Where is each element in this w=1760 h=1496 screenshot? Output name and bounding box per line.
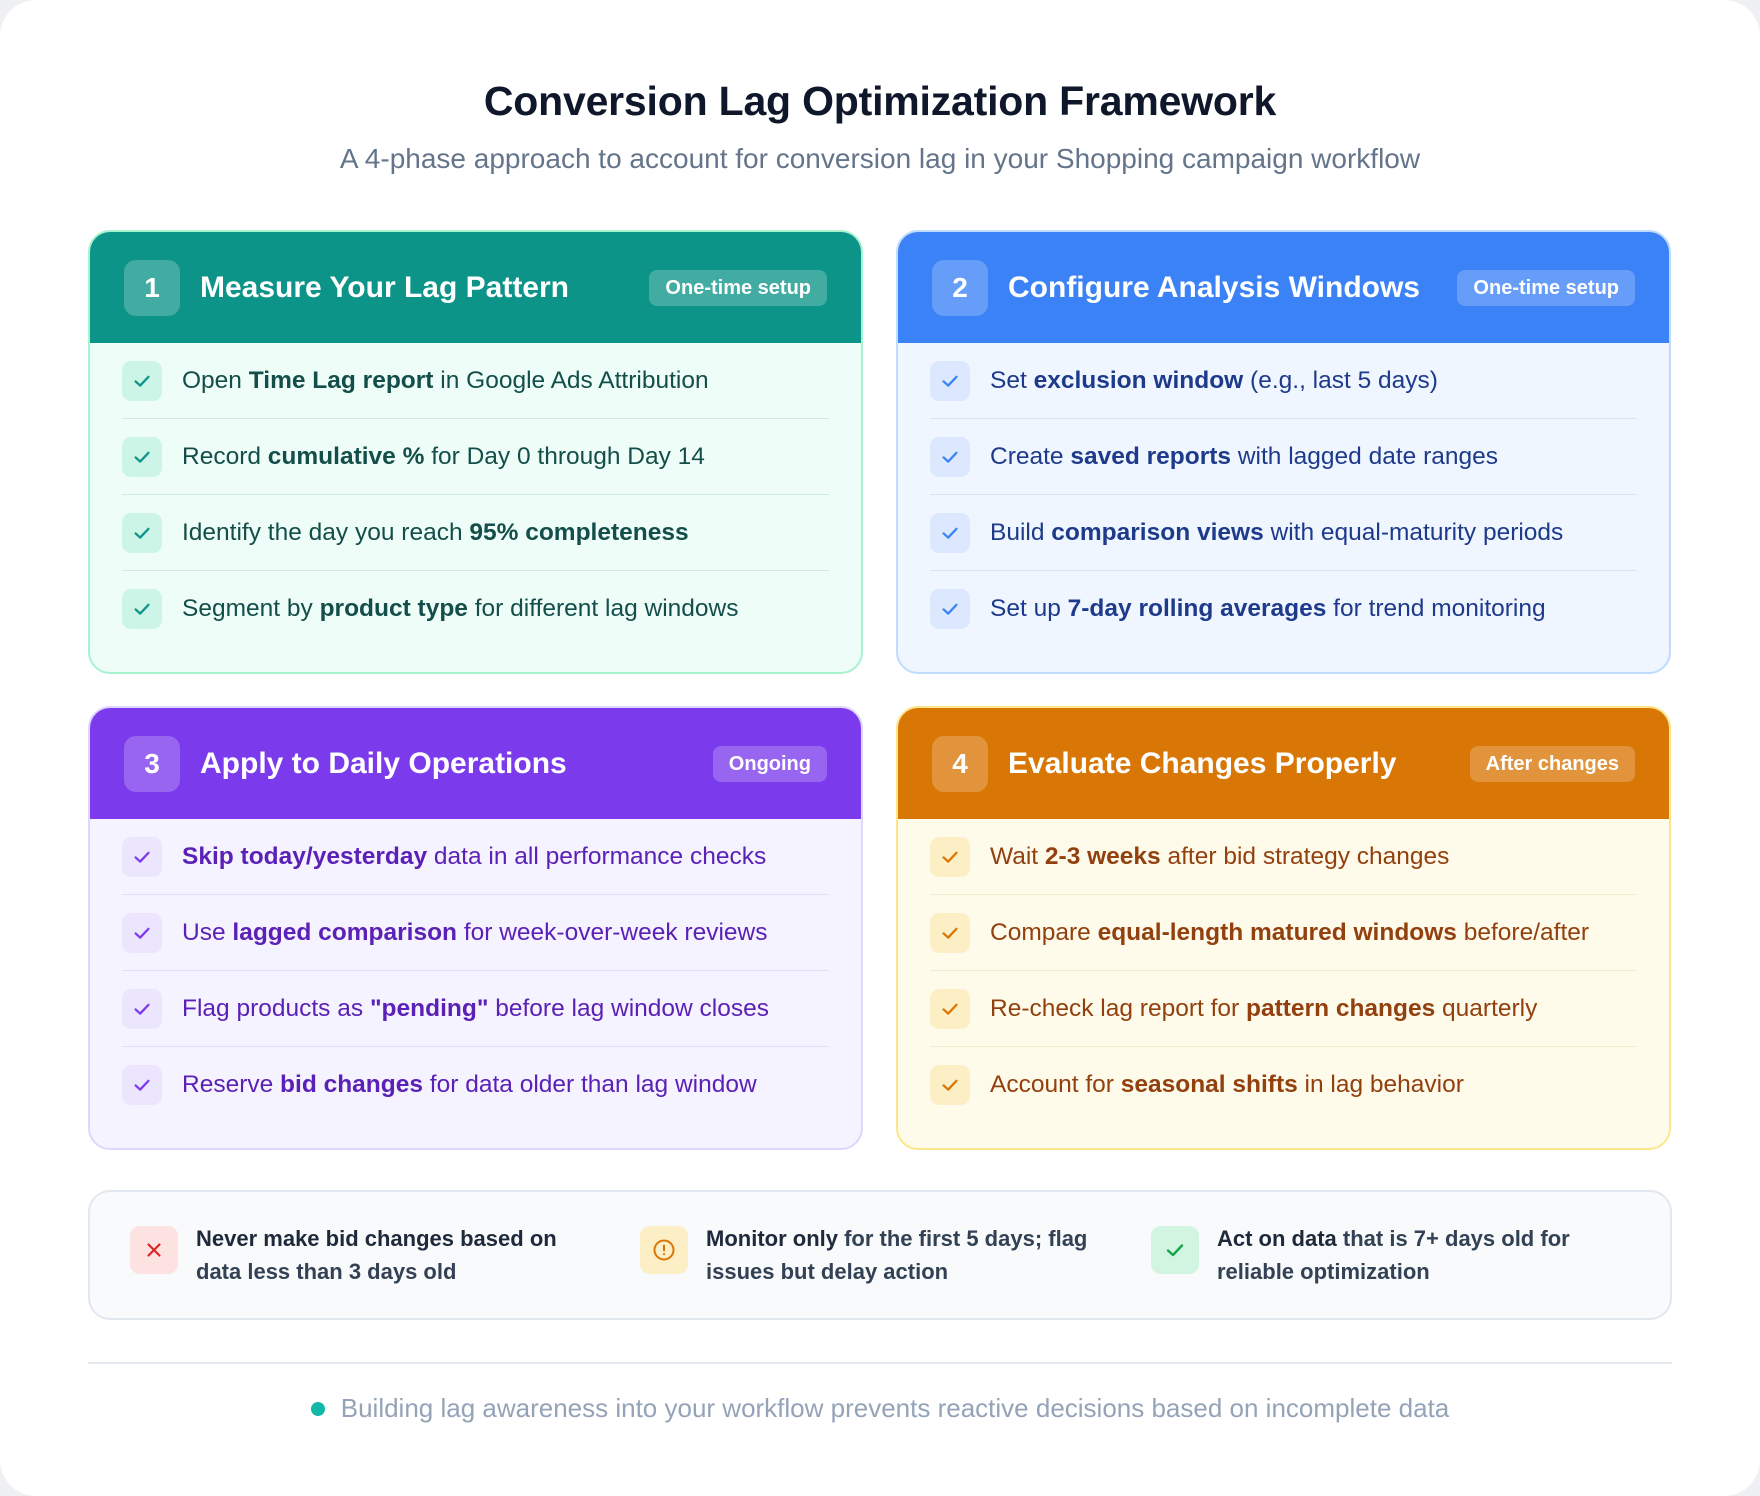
phase-card-4: 4 Evaluate Changes Properly After change… xyxy=(896,706,1671,1150)
check-icon xyxy=(930,436,970,477)
checklist-item: Build comparison views with equal-maturi… xyxy=(930,495,1637,571)
check-icon xyxy=(122,836,162,877)
item-text: Set up 7-day rolling averages for trend … xyxy=(990,595,1546,622)
rule-text: Monitor only for the first 5 days; flag … xyxy=(706,1226,1088,1284)
phase-card-2: 2 Configure Analysis Windows One-time se… xyxy=(896,230,1671,674)
phase-badge: One-time setup xyxy=(649,269,827,306)
item-text: Record cumulative % for Day 0 through Da… xyxy=(182,442,705,470)
check-icon xyxy=(122,512,162,553)
rule-monitor-only: Monitor only for the first 5 days; flag … xyxy=(640,1222,1110,1288)
check-icon xyxy=(930,912,970,953)
checklist-item: Reserve bid changes for data older than … xyxy=(122,1047,829,1123)
item-text: Account for seasonal shifts in lag behav… xyxy=(990,1071,1464,1098)
x-icon xyxy=(130,1226,178,1274)
item-text: Use lagged comparison for week-over-week… xyxy=(182,918,768,946)
checklist-item: Skip today/yesterday data in all perform… xyxy=(122,819,829,895)
checklist-item: Re-check lag report for pattern changes … xyxy=(930,971,1637,1047)
phase-header: 2 Configure Analysis Windows One-time se… xyxy=(898,232,1669,343)
phase-number: 1 xyxy=(124,259,180,316)
footer-text: Building lag awareness into your workflo… xyxy=(340,1393,1450,1423)
check-icon xyxy=(930,589,970,629)
checklist-item: Flag products as "pending" before lag wi… xyxy=(122,971,829,1047)
item-text: Re-check lag report for pattern changes … xyxy=(990,994,1538,1022)
checklist-item: Account for seasonal shifts in lag behav… xyxy=(930,1047,1637,1123)
check-icon xyxy=(930,836,970,877)
rule-text: Act on data that is 7+ days old for reli… xyxy=(1217,1226,1570,1284)
rule-act-on-data: Act on data that is 7+ days old for reli… xyxy=(1151,1222,1621,1288)
phase-checklist: Open Time Lag report in Google Ads Attri… xyxy=(90,343,861,647)
checklist-item: Record cumulative % for Day 0 through Da… xyxy=(122,419,829,495)
phase-card-3: 3 Apply to Daily Operations Ongoing Skip… xyxy=(88,706,863,1150)
check-icon xyxy=(122,436,162,477)
phase-header: 1 Measure Your Lag Pattern One-time setu… xyxy=(90,232,861,343)
item-text: Flag products as "pending" before lag wi… xyxy=(182,994,769,1022)
phase-card-1: 1 Measure Your Lag Pattern One-time setu… xyxy=(88,230,863,674)
item-text: Skip today/yesterday data in all perform… xyxy=(182,842,767,870)
page-header: Conversion Lag Optimization Framework A … xyxy=(0,78,1760,175)
check-icon xyxy=(930,988,970,1029)
item-text: Compare equal-length matured windows bef… xyxy=(990,918,1590,946)
check-icon xyxy=(930,512,970,553)
status-dot-icon xyxy=(310,1401,325,1416)
item-text: Create saved reports with lagged date ra… xyxy=(990,442,1498,470)
phase-header: 4 Evaluate Changes Properly After change… xyxy=(898,708,1669,819)
item-text: Build comparison views with equal-maturi… xyxy=(990,518,1564,546)
divider xyxy=(88,1362,1672,1364)
phase-checklist: Skip today/yesterday data in all perform… xyxy=(90,819,861,1123)
phase-title: Configure Analysis Windows xyxy=(1008,270,1420,304)
phase-number: 4 xyxy=(932,735,988,792)
check-icon xyxy=(1151,1226,1199,1274)
check-icon xyxy=(122,360,162,401)
check-icon xyxy=(122,912,162,953)
phase-checklist: Wait 2-3 weeks after bid strategy change… xyxy=(898,819,1669,1123)
checklist-item: Use lagged comparison for week-over-week… xyxy=(122,895,829,971)
page-title: Conversion Lag Optimization Framework xyxy=(483,78,1277,124)
item-text: Segment by product type for different la… xyxy=(182,595,739,622)
footer-note: Building lag awareness into your workflo… xyxy=(0,1393,1760,1424)
page-subtitle: A 4-phase approach to account for conver… xyxy=(339,143,1421,174)
check-icon xyxy=(122,1065,162,1105)
phase-badge: After changes xyxy=(1469,745,1635,782)
checklist-item: Set exclusion window (e.g., last 5 days) xyxy=(930,343,1637,419)
check-icon xyxy=(122,589,162,629)
checklist-item: Identify the day you reach 95% completen… xyxy=(122,495,829,571)
phase-title: Measure Your Lag Pattern xyxy=(200,270,569,304)
checklist-item: Wait 2-3 weeks after bid strategy change… xyxy=(930,819,1637,895)
check-icon xyxy=(930,360,970,401)
check-icon xyxy=(930,1065,970,1105)
checklist-item: Set up 7-day rolling averages for trend … xyxy=(930,571,1637,647)
phase-title: Evaluate Changes Properly xyxy=(1008,746,1397,780)
phase-badge: Ongoing xyxy=(712,745,827,782)
phase-number: 3 xyxy=(124,735,180,792)
checklist-item: Compare equal-length matured windows bef… xyxy=(930,895,1637,971)
item-text: Set exclusion window (e.g., last 5 days) xyxy=(990,366,1438,394)
phase-badge: One-time setup xyxy=(1457,269,1635,306)
item-text: Wait 2-3 weeks after bid strategy change… xyxy=(990,842,1450,870)
item-text: Reserve bid changes for data older than … xyxy=(182,1071,757,1098)
item-text: Identify the day you reach 95% completen… xyxy=(182,518,689,546)
phase-header: 3 Apply to Daily Operations Ongoing xyxy=(90,708,861,819)
phase-title: Apply to Daily Operations xyxy=(200,746,567,780)
alert-circle-icon xyxy=(640,1226,688,1274)
checklist-item: Create saved reports with lagged date ra… xyxy=(930,419,1637,495)
checklist-item: Segment by product type for different la… xyxy=(122,571,829,647)
phase-number: 2 xyxy=(932,259,988,316)
check-icon xyxy=(122,988,162,1029)
item-text: Open Time Lag report in Google Ads Attri… xyxy=(182,366,709,394)
phase-checklist: Set exclusion window (e.g., last 5 days)… xyxy=(898,343,1669,647)
checklist-item: Open Time Lag report in Google Ads Attri… xyxy=(122,343,829,419)
